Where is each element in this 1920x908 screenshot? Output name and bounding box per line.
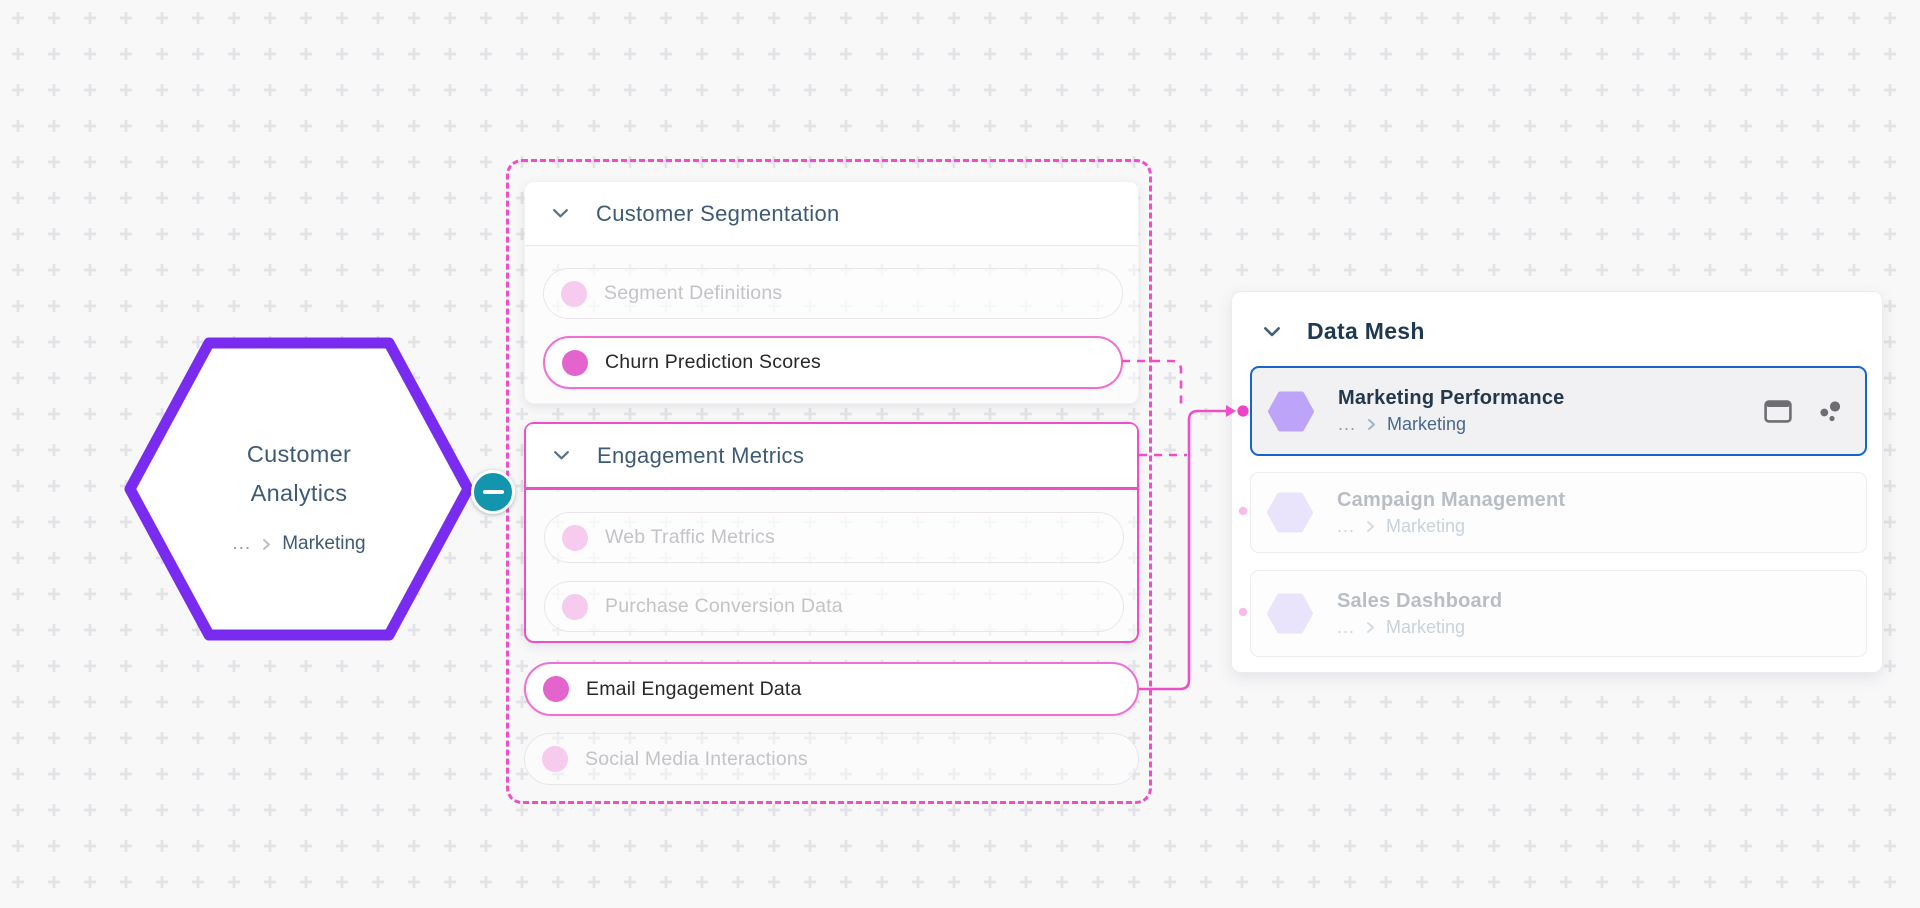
data-mesh-panel[interactable]: Data Mesh Marketing Performance ... Mark… <box>1231 291 1883 673</box>
engagement-metrics-panel[interactable]: Engagement Metrics Web Traffic Metrics P… <box>524 422 1139 643</box>
data-mesh-header[interactable]: Data Mesh <box>1232 292 1882 345</box>
panel-title: Customer Segmentation <box>596 200 840 226</box>
breadcrumb-item-marketing[interactable]: Marketing <box>1387 414 1467 434</box>
row-web-traffic-metrics[interactable]: Web Traffic Metrics <box>544 512 1124 563</box>
customer-segmentation-header[interactable]: Customer Segmentation <box>525 182 1138 246</box>
chevron-right-icon <box>263 538 271 550</box>
row-label: Purchase Conversion Data <box>605 595 843 617</box>
row-email-engagement-data[interactable]: Email Engagement Data <box>524 662 1139 716</box>
chevron-down-icon[interactable] <box>1263 326 1281 338</box>
dataset-dot-icon <box>562 524 588 551</box>
breadcrumb-item-marketing[interactable]: Marketing <box>1386 515 1466 536</box>
node-title: Customer Analytics <box>246 441 352 506</box>
row-purchase-conversion-data[interactable]: Purchase Conversion Data <box>544 581 1124 632</box>
node-breadcrumb: ... Marketing <box>232 533 365 555</box>
row-label: Web Traffic Metrics <box>605 526 775 548</box>
customer-analytics-node[interactable]: Customer Analytics ... Marketing <box>120 331 478 647</box>
dataset-dot-icon <box>562 349 588 376</box>
breadcrumb-ellipsis[interactable]: ... <box>1338 414 1357 434</box>
card-title: Sales Dashboard <box>1337 589 1503 612</box>
breadcrumb-item-marketing[interactable]: Marketing <box>282 533 366 554</box>
card-breadcrumb: ... Marketing <box>1337 516 1565 537</box>
card-title: Campaign Management <box>1337 488 1566 511</box>
collapse-button[interactable] <box>471 470 515 514</box>
customer-segmentation-panel[interactable]: Customer Segmentation Segment Definition… <box>524 181 1139 404</box>
breadcrumb-ellipsis[interactable]: ... <box>1337 616 1356 637</box>
hexagon-icon <box>1267 593 1313 634</box>
hexagon-icon <box>1268 391 1314 431</box>
panel-title: Engagement Metrics <box>597 442 805 468</box>
engagement-metrics-header[interactable]: Engagement Metrics <box>526 424 1137 490</box>
panel-title: Data Mesh <box>1307 318 1425 344</box>
card-campaign-management[interactable]: Campaign Management ... Marketing <box>1250 472 1867 553</box>
chevron-down-icon[interactable] <box>553 450 570 461</box>
chevron-right-icon <box>1367 520 1374 532</box>
breadcrumb-item-marketing[interactable]: Marketing <box>1386 616 1466 637</box>
row-label: Social Media Interactions <box>585 747 808 770</box>
hexagon-shape <box>124 337 474 641</box>
chevron-right-icon <box>1368 419 1375 430</box>
dataset-dot-icon <box>542 746 568 772</box>
dataset-dot-icon <box>561 280 587 307</box>
card-title: Marketing Performance <box>1338 387 1565 409</box>
dataset-dot-icon <box>543 676 569 702</box>
row-label: Email Engagement Data <box>586 677 802 700</box>
chevron-down-icon[interactable] <box>552 208 569 219</box>
row-social-media-interactions[interactable]: Social Media Interactions <box>524 733 1139 785</box>
minus-icon <box>482 489 504 495</box>
card-breadcrumb: ... Marketing <box>1338 414 1565 435</box>
row-label: Segment Definitions <box>604 282 783 304</box>
chevron-right-icon <box>1367 621 1374 633</box>
card-sales-dashboard[interactable]: Sales Dashboard ... Marketing <box>1250 570 1867 657</box>
row-label: Churn Prediction Scores <box>605 351 821 373</box>
hexagon-icon <box>1267 492 1313 533</box>
window-icon[interactable] <box>1764 399 1792 423</box>
breadcrumb-ellipsis[interactable]: ... <box>232 533 252 554</box>
scatter-dots-icon[interactable] <box>1818 399 1843 424</box>
row-churn-prediction-scores[interactable]: Churn Prediction Scores <box>543 336 1123 389</box>
card-breadcrumb: ... Marketing <box>1337 617 1502 638</box>
card-marketing-performance[interactable]: Marketing Performance ... Marketing <box>1250 366 1867 456</box>
row-segment-definitions[interactable]: Segment Definitions <box>543 268 1123 319</box>
breadcrumb-ellipsis[interactable]: ... <box>1337 515 1356 536</box>
dataset-dot-icon <box>562 593 588 620</box>
